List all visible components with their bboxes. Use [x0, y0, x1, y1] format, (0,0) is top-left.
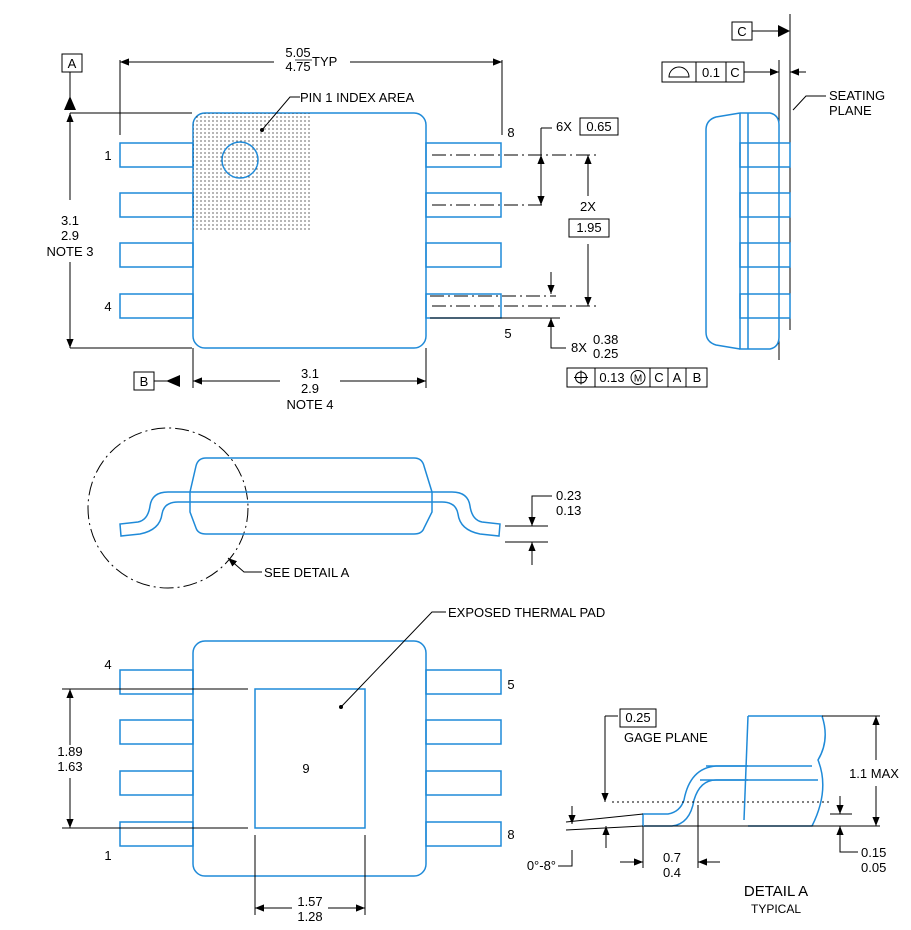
see-detail-label: SEE DETAIL A — [264, 565, 350, 580]
bottom-pin5-label: 5 — [507, 677, 514, 692]
pad-height-min: 1.63 — [57, 759, 82, 774]
thermal-pad — [254, 688, 366, 829]
gage-label: GAGE PLANE — [624, 730, 708, 745]
bottom-pin8-label: 8 — [507, 827, 514, 842]
detail-title: DETAIL A — [744, 883, 808, 900]
lead-width-min: 0.25 — [593, 346, 618, 361]
datum-a-label: A — [68, 56, 77, 71]
front-lead-right — [432, 491, 501, 537]
standoff-max: 0.15 — [861, 845, 886, 860]
flatness-tolerance: 0.1 — [702, 65, 720, 80]
datum-a-box — [61, 53, 83, 73]
top-leads-left — [119, 142, 194, 319]
side-leads — [739, 142, 791, 319]
thermal-pad-label: EXPOSED THERMAL PAD — [448, 605, 605, 620]
fcf-datum-c: C — [654, 370, 663, 385]
fcf-tolerance: 0.13 — [599, 370, 624, 385]
pitch-box — [579, 117, 619, 136]
thermal-pad-number: 9 — [302, 761, 309, 776]
body-width-min: 2.9 — [301, 381, 319, 396]
gage-value: 0.25 — [625, 710, 650, 725]
seating-plane-line1: SEATING — [829, 88, 885, 103]
top-pin4-label: 4 — [104, 299, 111, 314]
gage-box — [619, 708, 657, 728]
top-leads-right — [425, 142, 502, 319]
detail-a: 0.25 GAGE PLANE 1.1 MAX 0.15 0.05 0.7 0.… — [527, 708, 899, 916]
span-count: 2X — [580, 199, 596, 214]
bottom-pin4-label: 4 — [104, 657, 111, 672]
foot-length-min: 0.4 — [663, 865, 681, 880]
bottom-leads-right — [425, 669, 502, 847]
standoff-min: 0.05 — [861, 860, 886, 875]
top-pin5-label: 5 — [504, 326, 511, 341]
height-max-label: 1.1 MAX — [849, 766, 899, 781]
detail-circle — [87, 427, 249, 589]
width-min: 4.75 — [285, 59, 310, 74]
seating-plane-line2: PLANE — [829, 103, 872, 118]
body-width-note: NOTE 4 — [287, 397, 334, 412]
datum-c-label: C — [737, 24, 746, 39]
fcf-datum-b: B — [693, 370, 702, 385]
height-min: 2.9 — [61, 228, 79, 243]
detail-subtitle: TYPICAL — [751, 902, 801, 916]
span-box — [568, 218, 610, 238]
foot-length-max: 0.7 — [663, 850, 681, 865]
top-view: A 5.05 4.75 TYP 3.1 2.9 NOTE 3 — [47, 45, 708, 412]
pin1-dimple — [221, 141, 259, 179]
bottom-leads-left — [119, 669, 194, 847]
front-lead-left — [119, 491, 190, 537]
top-pin1-label: 1 — [104, 148, 111, 163]
top-pin8-label: 8 — [507, 125, 514, 140]
pad-height-max: 1.89 — [57, 744, 82, 759]
pad-width-max: 1.57 — [297, 894, 322, 909]
fcf-modifier: M — [634, 374, 642, 385]
thickness-min: 0.13 — [556, 503, 581, 518]
pitch-count: 6X — [556, 119, 572, 134]
pitch-value: 0.65 — [586, 119, 611, 134]
datum-a-triangle — [64, 96, 76, 110]
pad-width-min: 1.28 — [297, 909, 322, 924]
body-width-max: 3.1 — [301, 366, 319, 381]
height-note: NOTE 3 — [47, 244, 94, 259]
position-fcf: 0.13 M C A B — [566, 367, 708, 388]
lead-width-count: 8X — [571, 340, 587, 355]
front-body — [189, 457, 433, 535]
side-view: C 0.1 C SEATING PLANE — [661, 14, 885, 360]
angle-label: 0°-8° — [527, 858, 556, 873]
bottom-view: 9 EXPOSED THERMAL PAD 4 1 5 8 1.89 1.63 … — [57, 605, 605, 924]
pin1-label: PIN 1 INDEX AREA — [300, 90, 414, 105]
bottom-pin1-label: 1 — [104, 848, 111, 863]
flatness-datum: C — [730, 65, 739, 80]
datum-b-triangle — [166, 375, 180, 387]
bottom-body — [192, 640, 427, 877]
lead-width-max: 0.38 — [593, 332, 618, 347]
fcf-datum-a: A — [673, 370, 682, 385]
datum-b-label: B — [140, 374, 149, 389]
width-suffix: TYP — [312, 54, 337, 69]
height-max: 3.1 — [61, 213, 79, 228]
detail-lead — [642, 765, 748, 827]
width-max: 5.05 — [285, 45, 310, 60]
front-view: 0.23 0.13 SEE DETAIL A — [87, 427, 581, 589]
span-value: 1.95 — [576, 220, 601, 235]
thickness-max: 0.23 — [556, 488, 581, 503]
